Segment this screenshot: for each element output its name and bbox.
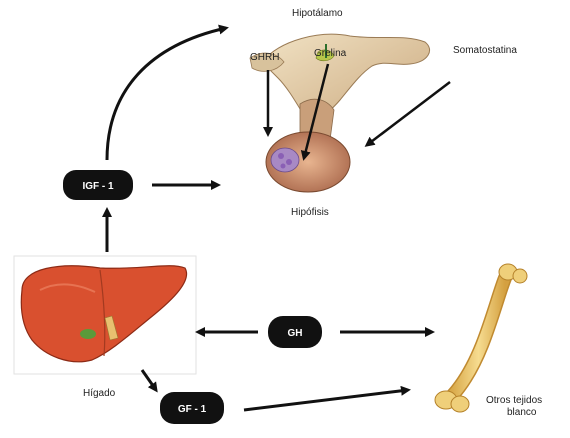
grelina-label: Grelina xyxy=(314,48,347,59)
hipotalamo-label: Hipotálamo xyxy=(292,8,343,19)
liver-illustration xyxy=(14,256,196,374)
gf1-node: GF - 1 xyxy=(160,392,224,424)
gf1-to-tejidos-arrow xyxy=(244,390,408,410)
otros-tejidos-label: Otros tejidos xyxy=(486,395,542,406)
hipofisis-label: Hipófisis xyxy=(291,207,329,218)
somatostatina-label: Somatostatina xyxy=(453,45,517,56)
bone-illustration xyxy=(435,264,527,412)
igf1-node: IGF - 1 xyxy=(63,170,133,200)
igf1-feedback-curve-arrow xyxy=(107,28,226,160)
gh-node: GH xyxy=(268,316,322,348)
ghrh-label: GHRH xyxy=(250,52,279,63)
gf1-label: GF - 1 xyxy=(178,404,207,415)
otros-tejidos-label-line2: blanco xyxy=(507,407,537,418)
igf1-label: IGF - 1 xyxy=(82,181,114,192)
higado-label: Hígado xyxy=(83,388,116,399)
gh-label: GH xyxy=(288,328,303,339)
somatostatina-arrow xyxy=(367,82,450,145)
